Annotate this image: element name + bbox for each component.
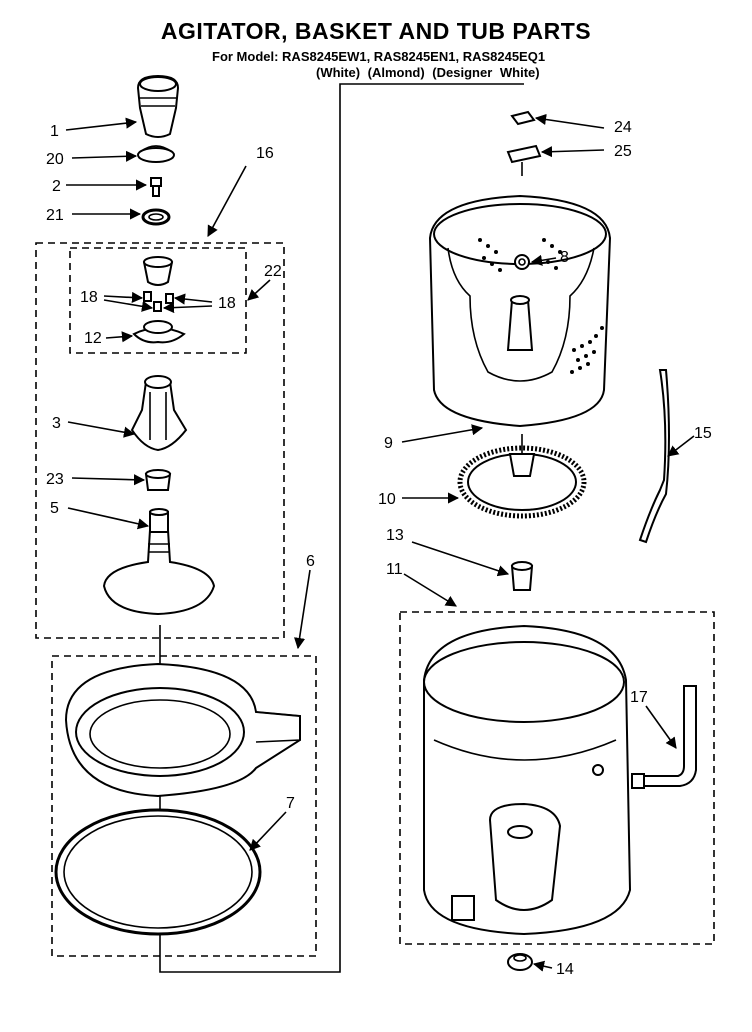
part-15-hose — [638, 369, 670, 544]
part-21-washer — [141, 208, 171, 226]
part-25-clip — [506, 144, 542, 176]
callout-12: 12 — [84, 330, 102, 347]
callout-22: 22 — [264, 263, 282, 280]
basket-holes-upper — [478, 238, 562, 272]
part-8-nut — [514, 254, 530, 270]
group-box-6-7 — [51, 655, 317, 957]
callout-15: 15 — [694, 425, 712, 442]
color-variants: (White) (Almond) (Designer White) — [316, 65, 540, 80]
callout-20: 20 — [46, 151, 64, 168]
callout-1: 1 — [50, 123, 59, 140]
part-17-drain-elbow — [631, 685, 697, 789]
callout-10: 10 — [378, 491, 396, 508]
part-6-tub-ring — [64, 662, 301, 798]
callout-11: 11 — [386, 561, 403, 578]
callout-23: 23 — [46, 471, 64, 488]
callout-16: 16 — [256, 145, 274, 162]
part-5-agitator-base — [102, 508, 216, 616]
part-3-agitator-barrel — [130, 375, 188, 452]
part-23-coupling — [144, 469, 172, 491]
callout-3: 3 — [52, 415, 61, 432]
callout-13: 13 — [386, 527, 404, 544]
callout-8: 8 — [560, 249, 569, 266]
callout-2: 2 — [52, 178, 61, 195]
part-20-retainer — [137, 145, 175, 163]
callout-24: 24 — [614, 119, 632, 136]
part-22-cam-assembly — [142, 256, 174, 286]
callout-25: 25 — [614, 143, 632, 160]
part-1-agitator-cap — [136, 74, 180, 138]
part-12-cam-ring — [132, 320, 186, 344]
part-13-drive-block — [510, 561, 534, 591]
callout-9: 9 — [384, 435, 393, 452]
part-14-tub-nut — [507, 953, 533, 971]
diagram-title: AGITATOR, BASKET AND TUB PARTS — [160, 18, 592, 44]
model-numbers: For Model: RAS8245EW1, RAS8245EN1, RAS82… — [212, 49, 546, 64]
model-connector-line — [159, 83, 524, 973]
part-10-drive-hub — [457, 434, 587, 519]
group-box-22 — [69, 247, 247, 354]
callout-18-right: 18 — [218, 295, 236, 312]
part-2-bolt — [150, 177, 162, 197]
group-box-16 — [35, 242, 285, 639]
part-24-clip — [510, 110, 536, 126]
part-7-ring-seal — [54, 808, 262, 936]
callout-21: 21 — [46, 207, 64, 224]
callout-5: 5 — [50, 500, 59, 517]
callout-14: 14 — [556, 961, 574, 978]
basket-holes-lower — [570, 326, 604, 374]
callout-7: 7 — [286, 795, 295, 812]
part-9-spin-basket — [428, 194, 612, 428]
callout-6: 6 — [306, 553, 315, 570]
group-box-11 — [399, 611, 715, 945]
callout-17: 17 — [630, 689, 648, 706]
callout-18-left: 18 — [80, 289, 98, 306]
part-11-outer-tub — [423, 624, 632, 936]
